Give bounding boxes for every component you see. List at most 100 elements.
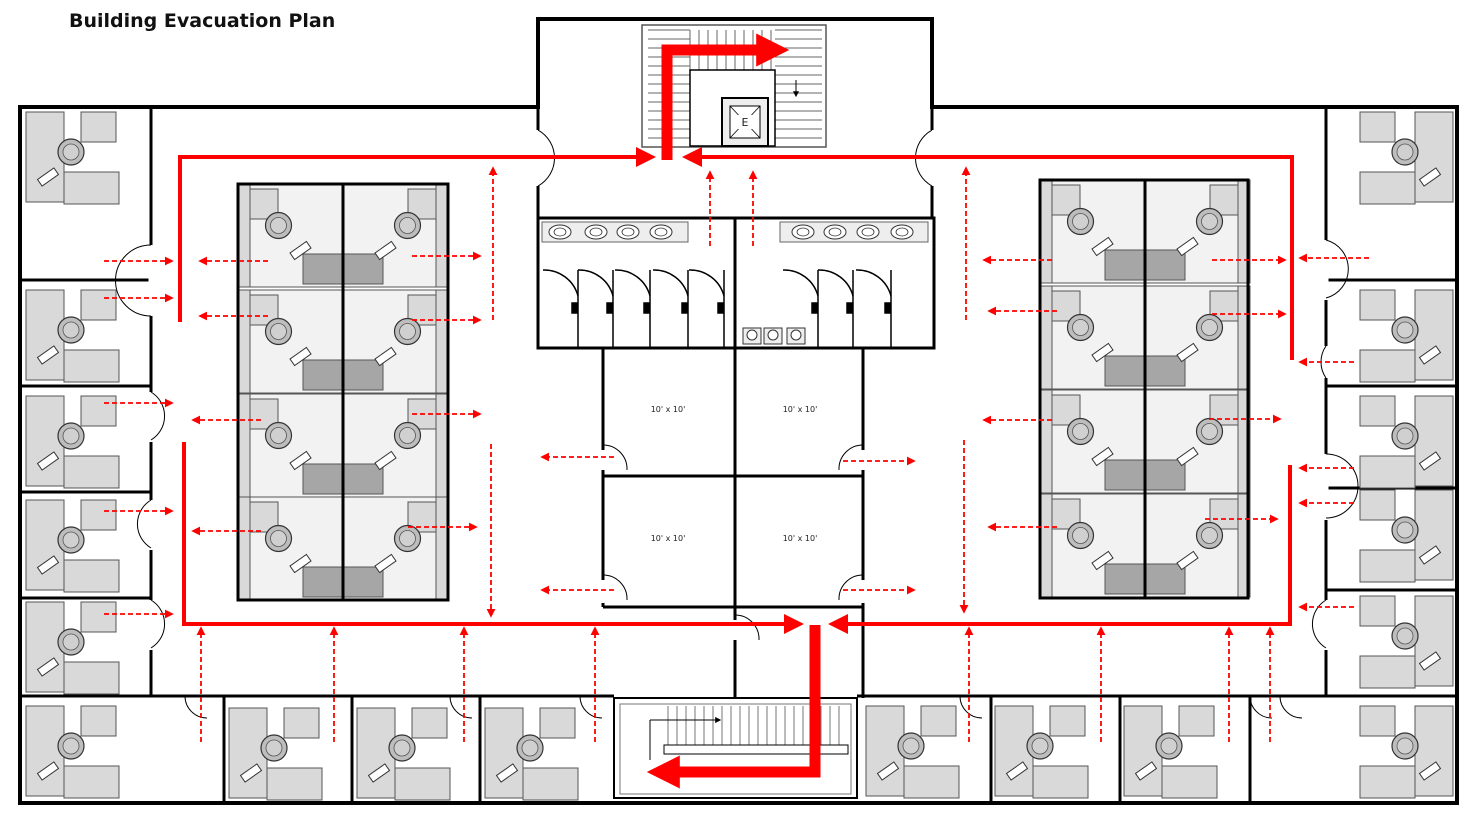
keyboard-icon: [36, 451, 60, 471]
door-swing-icon: [602, 574, 628, 601]
stall-door: [782, 269, 819, 297]
desk-icon: [1104, 459, 1146, 491]
chair-icon: [1155, 732, 1183, 760]
keyboard-icon: [1418, 345, 1442, 365]
keyboard-icon: [1091, 236, 1114, 257]
keyboard-icon: [374, 450, 397, 471]
desk-icon: [302, 463, 344, 495]
sink-icon: [584, 224, 608, 240]
stairwell-exit-arrow: [646, 625, 821, 789]
desk-icon: [394, 767, 451, 801]
chair-icon: [516, 734, 544, 762]
door-swing-icon: [115, 244, 152, 317]
sink-icon: [890, 224, 914, 240]
keyboard-icon: [1418, 761, 1442, 781]
desk-icon: [25, 601, 65, 693]
toilet-icon: [884, 302, 891, 314]
toilet-icon: [643, 302, 650, 314]
keyboard-icon: [289, 240, 312, 261]
desk-icon: [63, 765, 120, 799]
desk-icon: [1359, 489, 1396, 521]
chair-icon: [393, 421, 422, 450]
sink-icon: [856, 224, 880, 240]
keyboard-icon: [876, 761, 900, 781]
desk-icon: [1414, 111, 1454, 203]
desk-icon: [1032, 765, 1089, 799]
keyboard-icon: [1091, 342, 1114, 363]
room-label: 10' x 10': [783, 405, 818, 414]
chair-icon: [1195, 207, 1224, 236]
stall-door: [688, 269, 725, 297]
desk-icon: [63, 171, 120, 205]
desk-icon: [1178, 705, 1215, 737]
sink-icon: [548, 224, 572, 240]
chair-icon: [264, 211, 293, 240]
door-swing-icon: [184, 695, 208, 719]
desk-icon: [1359, 705, 1396, 737]
desk-icon: [80, 395, 117, 427]
evacuation-route: [182, 442, 804, 634]
evacuation-route: [682, 147, 1294, 360]
sink-icon: [649, 224, 673, 240]
toilet-icon: [717, 302, 724, 314]
room-label: 10' x 10': [651, 405, 686, 414]
toilet-icon: [846, 302, 853, 314]
chair-icon: [264, 524, 293, 553]
chair-icon: [1066, 521, 1095, 550]
desk-icon: [63, 455, 120, 489]
desk-icon: [994, 705, 1034, 797]
elevator-icon: E: [721, 97, 769, 147]
toilet-icon: [606, 302, 613, 314]
desk-icon: [25, 395, 65, 487]
door-swing-icon: [838, 444, 864, 471]
desk-icon: [1104, 355, 1146, 387]
stall-door: [577, 269, 614, 297]
desk-icon: [266, 767, 323, 801]
desk-icon: [1359, 349, 1416, 383]
room-label: 10' x 10': [783, 534, 818, 543]
bottom-stairwell: [613, 697, 858, 799]
desk-icon: [302, 566, 344, 598]
keyboard-icon: [1134, 761, 1158, 781]
chair-icon: [264, 421, 293, 450]
desk-icon: [435, 289, 449, 394]
desk-icon: [63, 661, 120, 695]
desk-icon: [865, 705, 905, 797]
chair-icon: [57, 732, 85, 760]
desk-icon: [539, 707, 576, 739]
desk-icon: [80, 601, 117, 633]
keyboard-icon: [239, 763, 263, 783]
desk-icon: [522, 767, 579, 801]
stair-landing: [663, 744, 849, 755]
urinal-icon: [786, 327, 806, 345]
chair-icon: [1026, 732, 1054, 760]
chair-icon: [264, 317, 293, 346]
desk-icon: [80, 499, 117, 531]
desk-icon: [435, 496, 449, 601]
room-label: 10' x 10': [651, 534, 686, 543]
desk-icon: [25, 289, 65, 381]
stall-door: [542, 269, 579, 297]
keyboard-icon: [36, 761, 60, 781]
desk-icon: [1161, 765, 1218, 799]
keyboard-icon: [1418, 451, 1442, 471]
desk-icon: [25, 111, 65, 203]
door-swing-icon: [838, 574, 864, 601]
keyboard-icon: [36, 167, 60, 187]
stall-door: [652, 269, 689, 297]
toilet-icon: [811, 302, 818, 314]
desk-icon: [1414, 705, 1454, 797]
desk-icon: [80, 289, 117, 321]
chair-icon: [1066, 417, 1095, 446]
door-swing-icon: [1249, 695, 1273, 719]
desk-icon: [356, 707, 396, 799]
desk-icon: [1359, 395, 1396, 427]
keyboard-icon: [374, 553, 397, 574]
desk-icon: [283, 707, 320, 739]
chair-icon: [1391, 622, 1419, 650]
door-swing-icon: [150, 391, 166, 441]
storage-rooms: [601, 348, 865, 609]
chair-icon: [1391, 516, 1419, 544]
keyboard-icon: [367, 763, 391, 783]
